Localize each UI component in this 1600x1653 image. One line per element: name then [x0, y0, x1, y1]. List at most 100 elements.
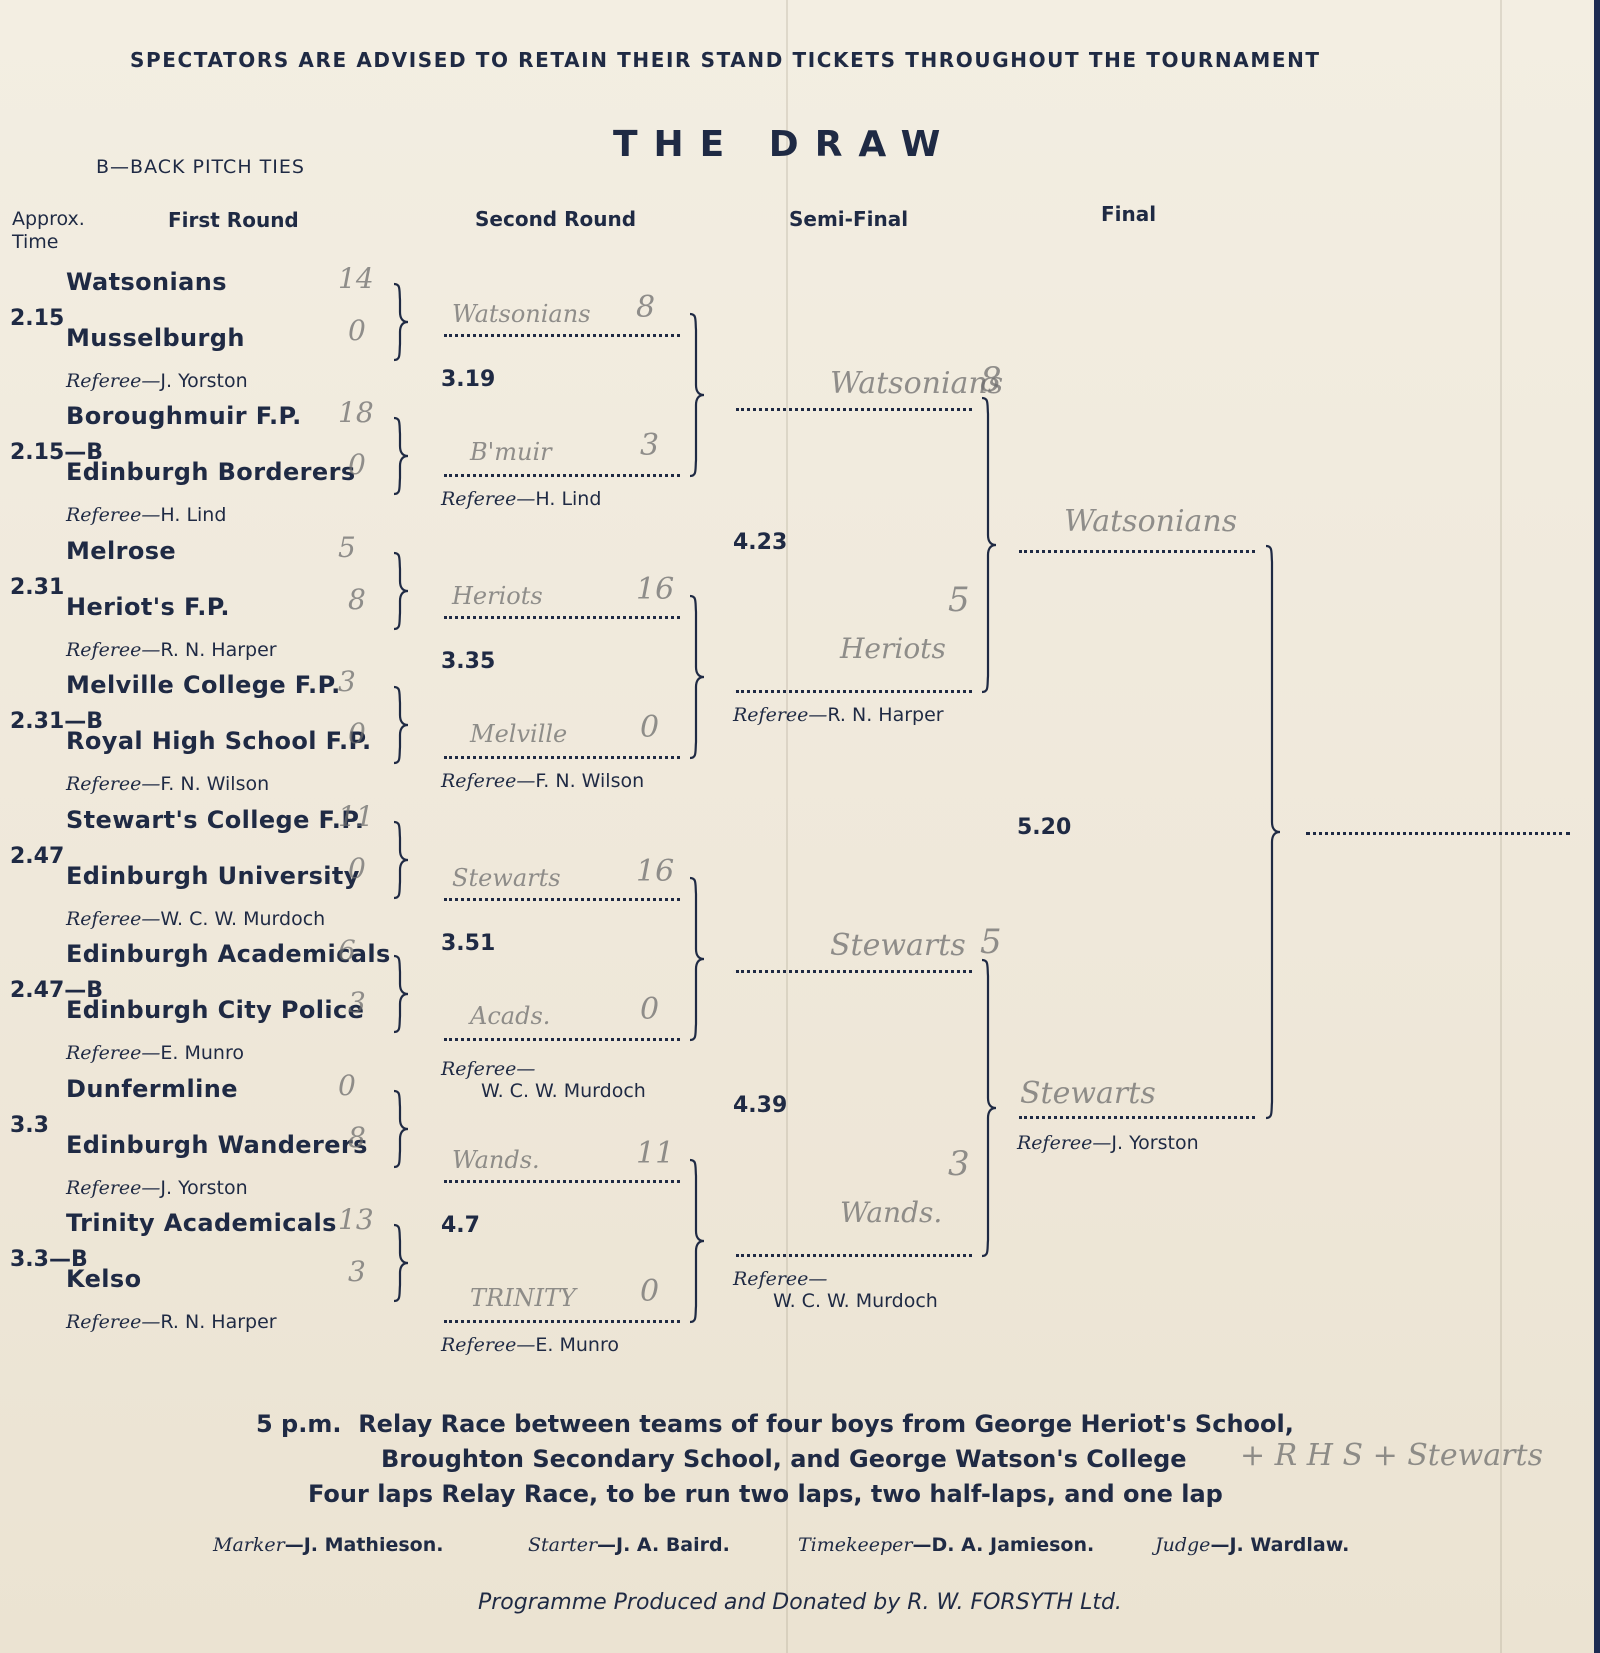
- score-handwritten: 5: [980, 922, 1002, 962]
- score-handwritten: 0: [640, 1274, 660, 1309]
- result-line: [444, 898, 680, 901]
- score-handwritten: 0: [640, 710, 660, 745]
- winner-handwritten: B'muir: [470, 438, 552, 466]
- score-handwritten: 3: [348, 1255, 366, 1288]
- header-notice: SPECTATORS ARE ADVISED TO RETAIN THEIR S…: [130, 48, 1321, 72]
- winner-handwritten: Watsonians: [1064, 504, 1238, 539]
- score-handwritten: 0: [348, 314, 366, 347]
- official-judge: Judge—J. Wardlaw.: [1155, 1534, 1350, 1556]
- relay-time: 5 p.m.: [256, 1410, 342, 1438]
- page-edge: [1594, 0, 1600, 1653]
- team-name: Boroughmuir F.P.: [66, 402, 302, 430]
- team-name: Edinburgh University: [66, 862, 360, 890]
- team-name: Edinburgh Wanderers: [66, 1131, 368, 1159]
- result-line: [444, 474, 680, 477]
- programme-credit: Programme Produced and Donated by R. W. …: [478, 1590, 1122, 1615]
- bracket-brace: [393, 685, 409, 765]
- bracket-brace: [689, 1158, 705, 1324]
- result-line: [736, 690, 972, 693]
- winner-handwritten: Wands.: [452, 1146, 540, 1174]
- team-name: Watsonians: [66, 268, 227, 296]
- bracket-brace: [393, 282, 409, 362]
- referee: Referee—H. Lind: [441, 488, 602, 510]
- referee: Referee—F. N. Wilson: [66, 773, 270, 795]
- score-handwritten: 18: [338, 396, 374, 429]
- match-time: 3.35: [441, 649, 496, 674]
- result-line: [736, 408, 972, 411]
- champion-line: [1306, 832, 1570, 835]
- score-handwritten: 5: [338, 531, 356, 564]
- team-name: Edinburgh Borderers: [66, 458, 356, 486]
- match-time: 2.47: [10, 844, 65, 869]
- result-line: [444, 1038, 680, 1041]
- referee: Referee—J. Yorston: [66, 1177, 248, 1199]
- referee: Referee—E. Munro: [441, 1334, 619, 1356]
- referee: Referee—J. Yorston: [66, 370, 248, 392]
- relay-line-2: Broughton Secondary School, and George W…: [381, 1445, 1187, 1473]
- team-name: Edinburgh Academicals: [66, 940, 391, 968]
- bracket-brace: [981, 396, 997, 694]
- bracket-brace: [981, 958, 997, 1258]
- result-line: [444, 1180, 680, 1183]
- referee: Referee—W. C. W. Murdoch: [733, 1268, 938, 1312]
- match-time: 4.7: [441, 1213, 480, 1238]
- result-line: [444, 616, 680, 619]
- relay-annotation: + R H S + Stewarts: [1240, 1438, 1543, 1473]
- col-header-time: Approx. Time: [12, 208, 85, 253]
- score-handwritten: 11: [338, 800, 374, 833]
- bracket-brace: [393, 820, 409, 900]
- score-handwritten: 0: [348, 717, 366, 750]
- col-header-semi-final: Semi-Final: [789, 207, 909, 231]
- match-time: 2.31—B: [10, 709, 104, 734]
- winner-handwritten: Stewarts: [1020, 1076, 1156, 1111]
- bracket-brace: [689, 312, 705, 478]
- score-handwritten: 8: [348, 583, 366, 616]
- match-time: 3.3: [10, 1113, 49, 1138]
- match-time: 3.19: [441, 367, 496, 392]
- official-marker: Marker—J. Mathieson.: [213, 1534, 444, 1556]
- col-header-final: Final: [1101, 202, 1157, 226]
- score-handwritten: 0: [348, 448, 366, 481]
- team-name: Stewart's College F.P.: [66, 806, 365, 834]
- bracket-brace: [393, 1223, 409, 1303]
- team-name: Dunfermline: [66, 1075, 238, 1103]
- winner-handwritten: Wands.: [840, 1196, 943, 1229]
- col-header-first-round: First Round: [168, 208, 299, 232]
- match-time: 4.23: [733, 530, 788, 555]
- score-handwritten: 0: [338, 1069, 356, 1102]
- result-line: [444, 334, 680, 337]
- official-starter: Starter—J. A. Baird.: [528, 1534, 730, 1556]
- winner-handwritten: Watsonians: [830, 366, 1004, 401]
- result-line: [1019, 1116, 1255, 1119]
- match-time: 3.3—B: [10, 1247, 88, 1272]
- winner-handwritten: Stewarts: [452, 864, 561, 892]
- team-name: Heriot's F.P.: [66, 593, 230, 621]
- relay-line-1: 5 p.m. Relay Race between teams of four …: [256, 1410, 1294, 1438]
- score-handwritten: 16: [636, 854, 675, 889]
- referee: Referee—J. Yorston: [1017, 1132, 1199, 1154]
- referee: Referee—R. N. Harper: [66, 639, 277, 661]
- winner-handwritten: Watsonians: [452, 300, 591, 328]
- score-handwritten: 11: [636, 1136, 675, 1171]
- referee: Referee—H. Lind: [66, 504, 227, 526]
- fold-line: [1500, 0, 1502, 1653]
- legend-back-pitch: B—BACK PITCH TIES: [96, 156, 305, 178]
- relay-line-3: Four laps Relay Race, to be run two laps…: [308, 1480, 1223, 1508]
- winner-handwritten: TRINITY: [470, 1284, 576, 1312]
- team-name: Melrose: [66, 537, 177, 565]
- score-handwritten: 8: [980, 360, 1002, 400]
- match-time: 2.31: [10, 575, 65, 600]
- bracket-brace: [689, 594, 705, 760]
- winner-handwritten: Heriots: [452, 582, 543, 610]
- team-name: Melville College F.P.: [66, 671, 341, 699]
- col-header-second-round: Second Round: [475, 207, 637, 231]
- team-name: Trinity Academicals: [66, 1209, 337, 1237]
- score-handwritten: 13: [338, 1203, 374, 1236]
- referee: Referee—F. N. Wilson: [441, 770, 645, 792]
- score-handwritten: 16: [636, 572, 675, 607]
- winner-handwritten: Acads.: [470, 1002, 551, 1030]
- fold-line: [786, 0, 788, 1653]
- team-name: Royal High School F.P.: [66, 727, 372, 755]
- relay-text: Relay Race between teams of four boys fr…: [358, 1410, 1294, 1438]
